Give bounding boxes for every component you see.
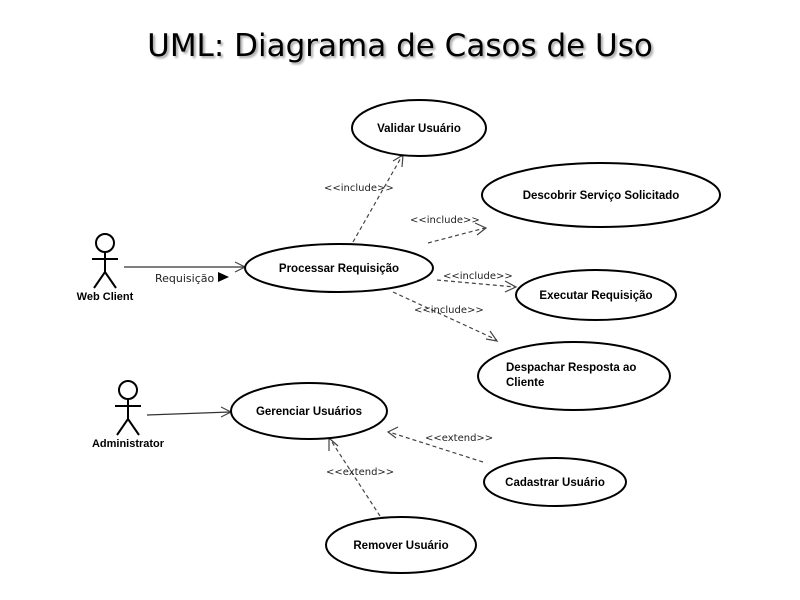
include-label: <<include>>: [324, 183, 394, 194]
association-webclient-processar: Requisição: [124, 261, 247, 285]
association-label-requisicao: Requisição: [155, 272, 215, 285]
use-case-label: Executar Requisição: [539, 290, 652, 302]
include-processar-validar: <<include>>: [324, 153, 404, 243]
use-case-label-line1: Despachar Resposta ao: [506, 362, 636, 374]
use-case-label: Gerenciar Usuários: [256, 406, 362, 418]
use-case-label: Descobrir Serviço Solicitado: [523, 190, 680, 202]
include-label: <<include>>: [443, 271, 513, 282]
use-case-remover-usuario[interactable]: Remover Usuário: [325, 516, 477, 574]
use-case-executar-requisicao[interactable]: Executar Requisição: [515, 269, 677, 321]
actor-label-administrator: Administrator: [92, 438, 165, 450]
actor-web-client[interactable]: Web Client: [77, 233, 134, 303]
direction-triangle-icon: [218, 272, 229, 282]
use-case-label: Validar Usuário: [377, 123, 461, 135]
extend-remover-gerenciar: <<extend>>: [326, 436, 394, 517]
use-case-processar-requisicao[interactable]: Processar Requisição: [244, 243, 434, 293]
page-title: UML: Diagrama de Casos de Uso: [147, 28, 653, 64]
actor-administrator[interactable]: Administrator: [92, 380, 165, 450]
include-processar-descobrir: <<include>>: [410, 215, 488, 244]
use-case-label: Remover Usuário: [353, 540, 448, 552]
use-case-validar-usuario[interactable]: Validar Usuário: [351, 99, 487, 157]
use-case-despachar-resposta[interactable]: Despachar Resposta ao Cliente: [477, 341, 671, 411]
include-label: <<include>>: [410, 215, 480, 226]
extend-label: <<extend>>: [425, 433, 493, 444]
actor-label-web-client: Web Client: [77, 291, 134, 303]
include-processar-executar: <<include>>: [436, 271, 518, 293]
extend-cadastrar-gerenciar: <<extend>>: [386, 426, 493, 463]
association-admin-gerenciar: [146, 406, 233, 418]
use-case-label: Processar Requisição: [279, 263, 399, 275]
include-processar-despachar: <<include>>: [392, 291, 499, 342]
use-case-label: Cadastrar Usuário: [505, 477, 605, 489]
use-case-gerenciar-usuarios[interactable]: Gerenciar Usuários: [230, 382, 388, 440]
use-case-descobrir-servico[interactable]: Descobrir Serviço Solicitado: [481, 162, 721, 228]
extend-label: <<extend>>: [326, 467, 394, 478]
use-case-cadastrar-usuario[interactable]: Cadastrar Usuário: [483, 457, 627, 507]
include-label: <<include>>: [414, 305, 484, 316]
use-case-label-line2: Cliente: [506, 377, 544, 389]
